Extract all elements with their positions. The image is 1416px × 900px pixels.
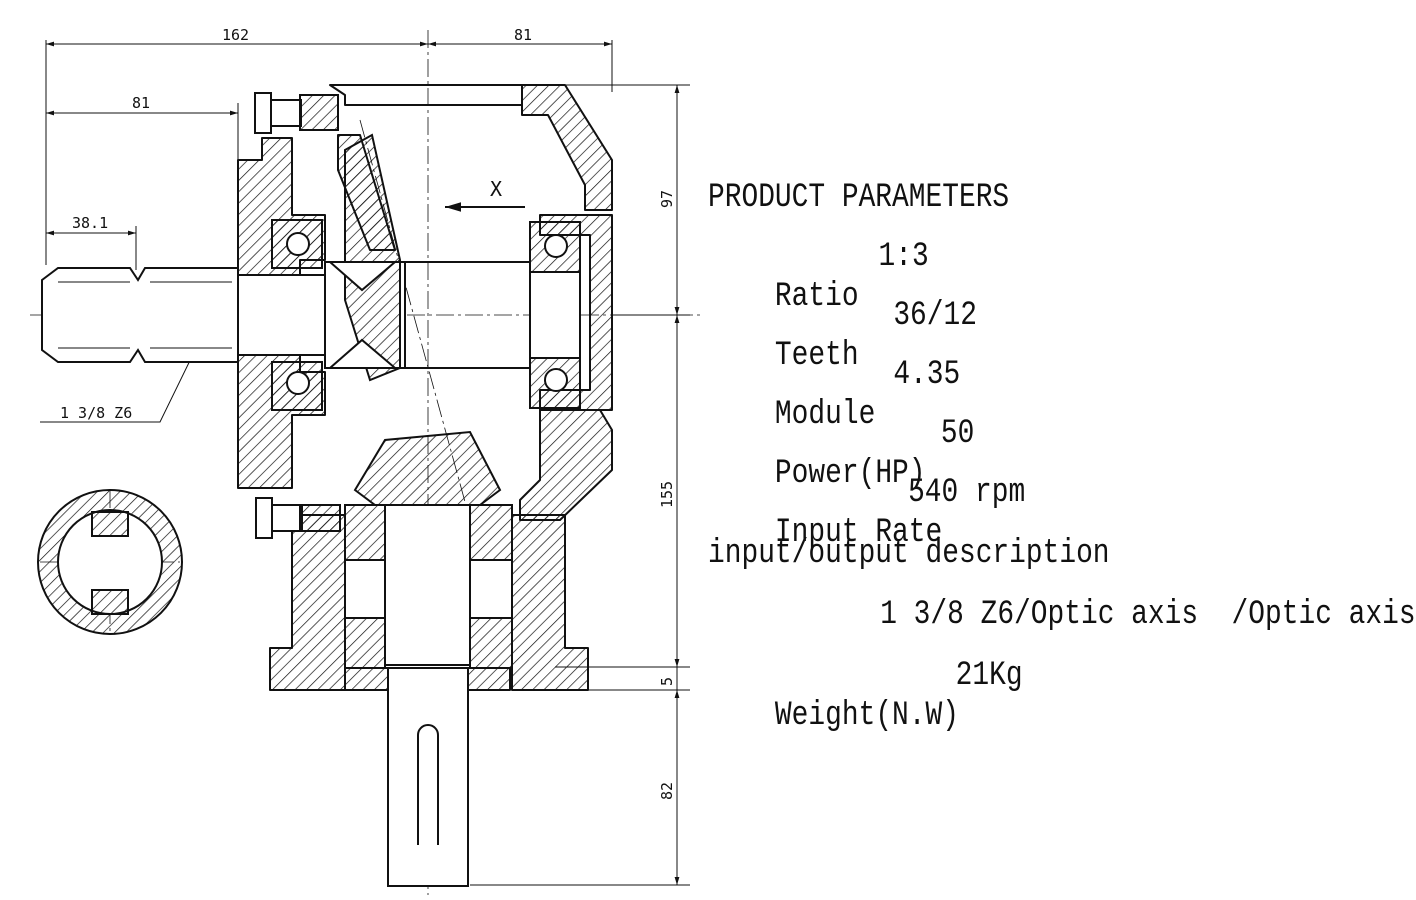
- ratio-label: Ratio: [774, 278, 859, 316]
- dimension-text: 162 81 81 38.1 97 155 5 82 1 3/8 Z6 X: [60, 26, 676, 800]
- dim-spline-length: 38.1: [72, 214, 108, 232]
- module-value: 4.35: [893, 356, 961, 394]
- dim-height-mid: 155: [658, 481, 676, 508]
- module-label: Module: [774, 396, 876, 434]
- dim-overall-left: 162: [222, 26, 249, 44]
- housing-lower-right: [519, 409, 613, 521]
- weight-row: Weight(N.W) 21Kg: [708, 656, 1274, 735]
- io-value: 1 3/8 Z6/Optic axis /Optic axis: [880, 596, 1416, 634]
- weight-label: Weight(N.W): [774, 697, 959, 735]
- input-rate-value: 540 rpm: [908, 474, 1026, 512]
- input-rate-row: Input Rate 540 rpm: [708, 473, 1274, 552]
- input-shaft: [41, 261, 531, 369]
- teeth-row: Teeth 36/12: [708, 296, 1274, 375]
- power-row: Power(HP) 50: [708, 414, 1274, 493]
- dim-height-small: 5: [658, 677, 676, 686]
- teeth-label: Teeth: [774, 337, 859, 375]
- driven-bevel-gear: [353, 430, 502, 506]
- housing-lower-body: [269, 514, 346, 691]
- weight-value: 21Kg: [955, 657, 1023, 695]
- ratio-value: 1:3: [878, 238, 929, 276]
- dim-height-output: 82: [658, 782, 676, 800]
- housing-right-wall: [521, 84, 613, 211]
- view-arrow-label: X: [490, 177, 502, 201]
- input-bearings: [271, 219, 581, 411]
- product-parameters: PRODUCT PARAMETERS Ratio 1:3 Teeth 36/12…: [708, 178, 1416, 735]
- spline-callout: 1 3/8 Z6: [60, 404, 132, 422]
- power-label: Power(HP): [774, 455, 926, 493]
- bevel-gears: [327, 133, 502, 506]
- module-row: Module 4.35: [708, 355, 1274, 434]
- io-label: input/output description: [708, 535, 1110, 573]
- dim-overall-right: 81: [514, 26, 532, 44]
- dim-input-shaft: 81: [132, 94, 150, 112]
- housing-lower-body-right: [511, 514, 589, 691]
- output-shaft-assembly: [344, 504, 513, 887]
- spline-section-view: [37, 489, 183, 635]
- teeth-value: 36/12: [893, 297, 977, 335]
- housing-bolts: [254, 92, 341, 539]
- input-rate-label: Input Rate: [774, 514, 943, 552]
- dim-height-top: 97: [658, 190, 676, 208]
- parameters-heading: PRODUCT PARAMETERS: [708, 179, 1010, 217]
- power-value: 50: [940, 415, 975, 453]
- ratio-row: Ratio 1:3: [708, 237, 1274, 316]
- drive-bevel-gear: [344, 133, 401, 382]
